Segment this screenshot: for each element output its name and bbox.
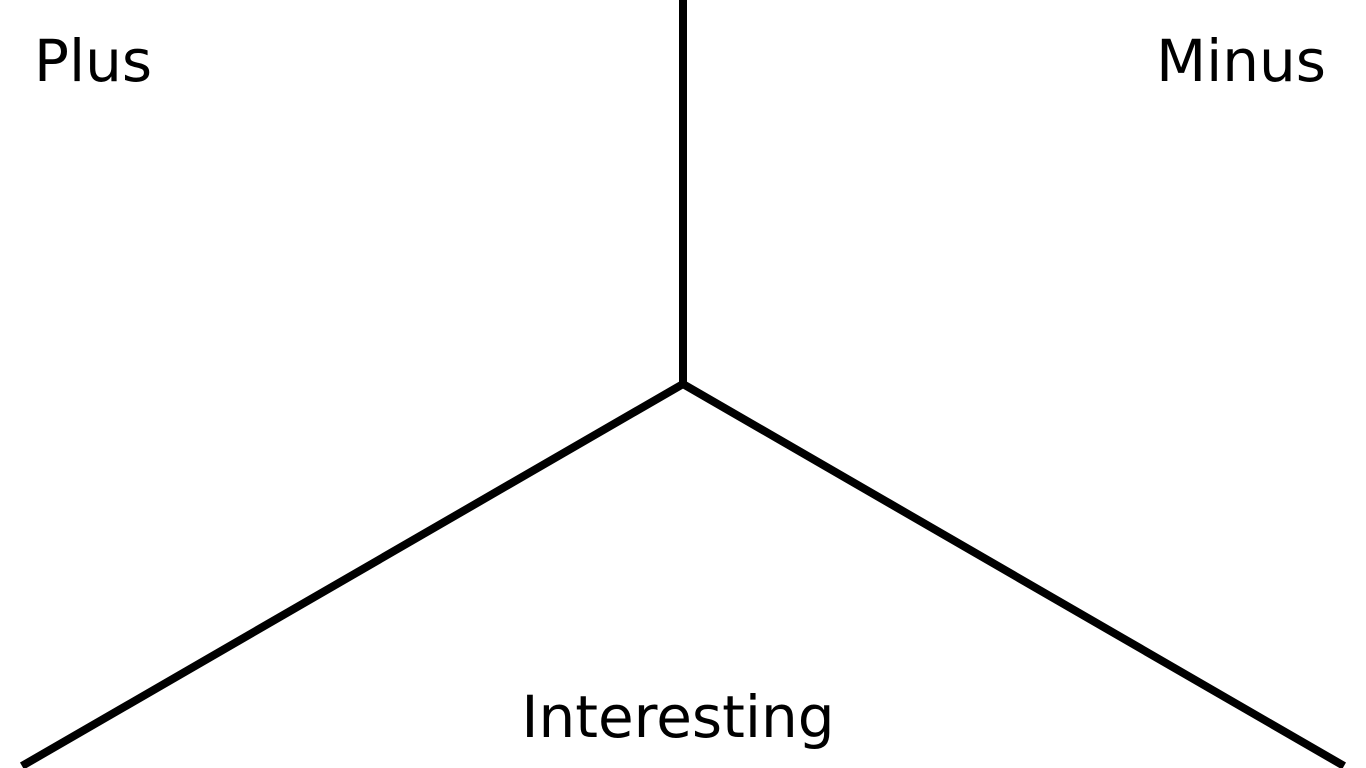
left-diagonal-divider-line (19, 380, 686, 768)
minus-section-label: Minus (1156, 27, 1326, 95)
plus-section-label: Plus (34, 27, 153, 95)
right-diagonal-divider-line (680, 380, 1347, 768)
interesting-section-label: Interesting (521, 683, 835, 751)
